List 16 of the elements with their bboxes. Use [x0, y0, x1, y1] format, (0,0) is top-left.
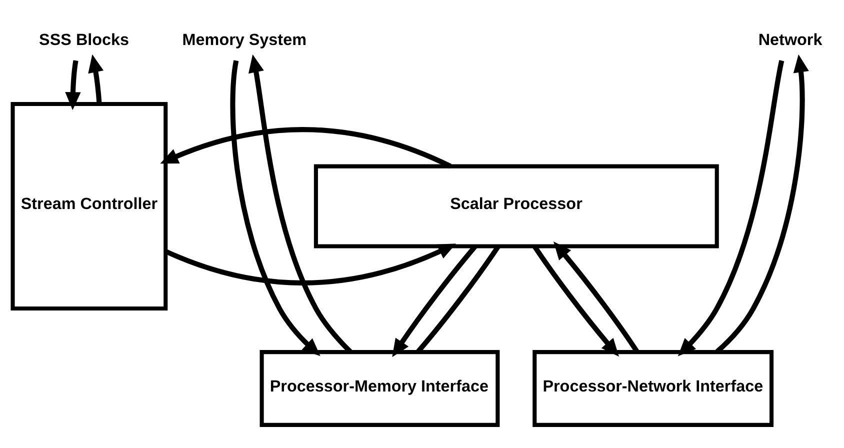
arrow [230, 60, 320, 356]
node-box: Scalar Processor [314, 164, 719, 248]
node-box: Processor-Network Interface [532, 350, 774, 426]
arrow [392, 244, 478, 357]
arrow [678, 60, 784, 356]
node-text: Network [758, 30, 822, 49]
node-box: Stream Controller [10, 102, 168, 310]
arrow [160, 126, 452, 168]
arrow [65, 60, 81, 110]
node-text: Memory System [182, 30, 306, 49]
node-box: Processor-Memory Interface [260, 350, 500, 426]
arrow [553, 241, 640, 353]
node-text: SSS Blocks [39, 30, 130, 49]
arrow [88, 54, 104, 104]
connector [416, 244, 500, 353]
arrow [164, 243, 456, 285]
